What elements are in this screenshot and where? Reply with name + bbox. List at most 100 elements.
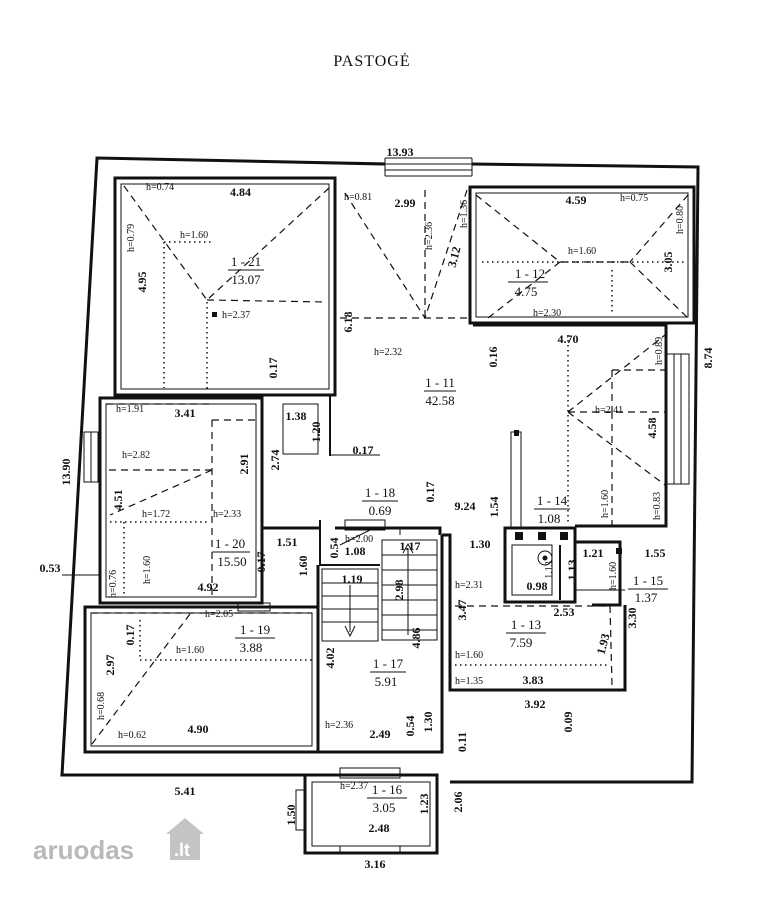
dim-right: 8.74 — [701, 348, 715, 369]
r13-d4: 3.83 — [523, 673, 544, 687]
r20-id: 1 - 20 — [215, 536, 245, 551]
r20-h-c: h=1.72 — [142, 509, 170, 520]
r11-area: 42.58 — [425, 393, 454, 408]
r12-width: 4.59 — [566, 193, 587, 207]
r20-d3: 4.92 — [198, 580, 219, 594]
room-1-13 — [442, 533, 627, 692]
room-1-21 — [113, 176, 337, 397]
r11-d1: 2.99 — [395, 196, 416, 210]
r20-h-e: h=0.76 — [108, 570, 119, 598]
r11-d2: 3.12 — [445, 245, 464, 269]
r19-d2: 2.97 — [103, 655, 117, 676]
r19-h-b: h=1.60 — [176, 645, 204, 656]
r15-d1: 1.21 — [583, 546, 604, 560]
r14-d3: 0.98 — [527, 579, 548, 593]
r13-area: 7.59 — [510, 635, 533, 650]
r17-area: 5.91 — [375, 674, 398, 689]
dim-top: 13.93 — [387, 145, 414, 159]
r19-d1: 0.17 — [123, 625, 137, 646]
plan-title: PASTOGĖ — [333, 52, 410, 70]
dim-c5: 0.17 — [266, 358, 280, 379]
r15-d3: 3.30 — [625, 608, 639, 629]
r14-d4: 1.13 — [544, 561, 555, 579]
r21-h-mid: h=1.60 — [180, 230, 208, 241]
r13-id: 1 - 13 — [511, 617, 541, 632]
r19-area: 3.88 — [240, 640, 263, 655]
r12-area: 4.75 — [515, 284, 538, 299]
room-1-11 — [329, 189, 668, 528]
room-1-16 — [295, 767, 439, 855]
r14-d5: 1.13 — [565, 560, 579, 581]
r13-d1: 3.47 — [455, 600, 469, 621]
r11-h-e: h=2.41 — [595, 405, 623, 416]
r12-h-c: h=2.30 — [533, 308, 561, 319]
r16-d2: 1.23 — [417, 794, 431, 815]
r21-area: 13.07 — [231, 272, 261, 287]
r12-h-b: h=0.80 — [675, 206, 686, 234]
r21-h-side: h=0.79 — [126, 224, 137, 252]
watermark-house-icon — [170, 832, 200, 860]
r11-h-f: h=0.89 — [654, 337, 665, 365]
r16-d1: 2.48 — [369, 821, 390, 835]
r20-d5: 1.60 — [296, 556, 310, 577]
room-1-12 — [468, 185, 696, 325]
r18-area: 0.69 — [369, 503, 392, 518]
dim-bottom: 3.16 — [365, 857, 386, 871]
r17-d7: 0.54 — [403, 716, 417, 737]
r17-d3: 1.17 — [400, 539, 421, 553]
r14-d2: 1.54 — [487, 497, 501, 518]
r13-h-b: h=1.60 — [455, 650, 483, 661]
labels: 13.93 13.90 8.74 5.41 3.16 0.53 1.38 1.2… — [40, 145, 716, 871]
r12-depth: 3.05 — [661, 252, 675, 273]
r20-d4: 0.17 — [254, 552, 268, 573]
r20-h-a: h=1.91 — [116, 404, 144, 415]
r21-depth: 4.95 — [135, 272, 149, 293]
r16-d3: 1.50 — [284, 805, 298, 826]
r19-id: 1 - 19 — [240, 622, 270, 637]
r21-h-corner: h=0.74 — [146, 182, 174, 193]
r18-d1: 1.08 — [345, 544, 366, 558]
r15-area: 1.37 — [635, 590, 658, 605]
dim-left-wall: 0.53 — [40, 561, 61, 575]
r11-d6: 4.58 — [645, 418, 659, 439]
r20-width: 3.41 — [175, 406, 196, 420]
r20-area: 15.50 — [217, 554, 246, 569]
r18-id: 1 - 18 — [365, 485, 395, 500]
r17-d2: 2.98 — [392, 580, 406, 601]
r19-h-c: h=0.68 — [96, 692, 107, 720]
r18-h: h=2.00 — [345, 534, 373, 545]
r11-h-b: h=2.36 — [424, 222, 435, 250]
corridor-walls — [260, 403, 442, 535]
dim-c2: 1.20 — [309, 422, 323, 443]
dim-c3: 0.17 — [353, 443, 374, 457]
r11-d4: 0.16 — [486, 347, 500, 368]
r11-h-c: h=1.36 — [459, 200, 470, 228]
r17-id: 1 - 17 — [373, 656, 404, 671]
r19-h-a: h=2.05 — [205, 609, 233, 620]
dim-c7: 1.30 — [421, 712, 435, 733]
r15-id: 1 - 15 — [633, 573, 663, 588]
r11-h-d: h=2.32 — [374, 347, 402, 358]
r13-d3: 1.93 — [594, 632, 613, 656]
r15-h: h=1.60 — [608, 562, 619, 590]
r11-id: 1 - 11 — [425, 375, 455, 390]
r14-id: 1 - 14 — [537, 493, 568, 508]
r11-h-a: h=0.81 — [344, 192, 372, 203]
watermark-suffix: .lt — [174, 840, 190, 860]
r13-d5: 3.92 — [525, 697, 546, 711]
r11-d5: 4.70 — [558, 332, 579, 346]
r19-h-d: h=0.62 — [118, 730, 146, 741]
dim-c6: 0.17 — [423, 482, 437, 503]
dim-c8: 0.11 — [455, 732, 469, 752]
r21-width: 4.84 — [230, 185, 251, 199]
r11-h-g: h=1.60 — [600, 490, 611, 518]
dim-left: 13.90 — [59, 459, 73, 486]
r16-area: 3.05 — [373, 800, 396, 815]
r15-d2: 1.55 — [645, 546, 666, 560]
r21-h-peak: h=2.37 — [222, 310, 250, 321]
r16-h: h=2.37 — [340, 781, 368, 792]
r11-d3: 6.18 — [341, 312, 355, 333]
dim-bottom-left: 5.41 — [175, 784, 196, 798]
r20-d1: 2.91 — [237, 454, 251, 475]
r13-d6: 0.09 — [561, 712, 575, 733]
